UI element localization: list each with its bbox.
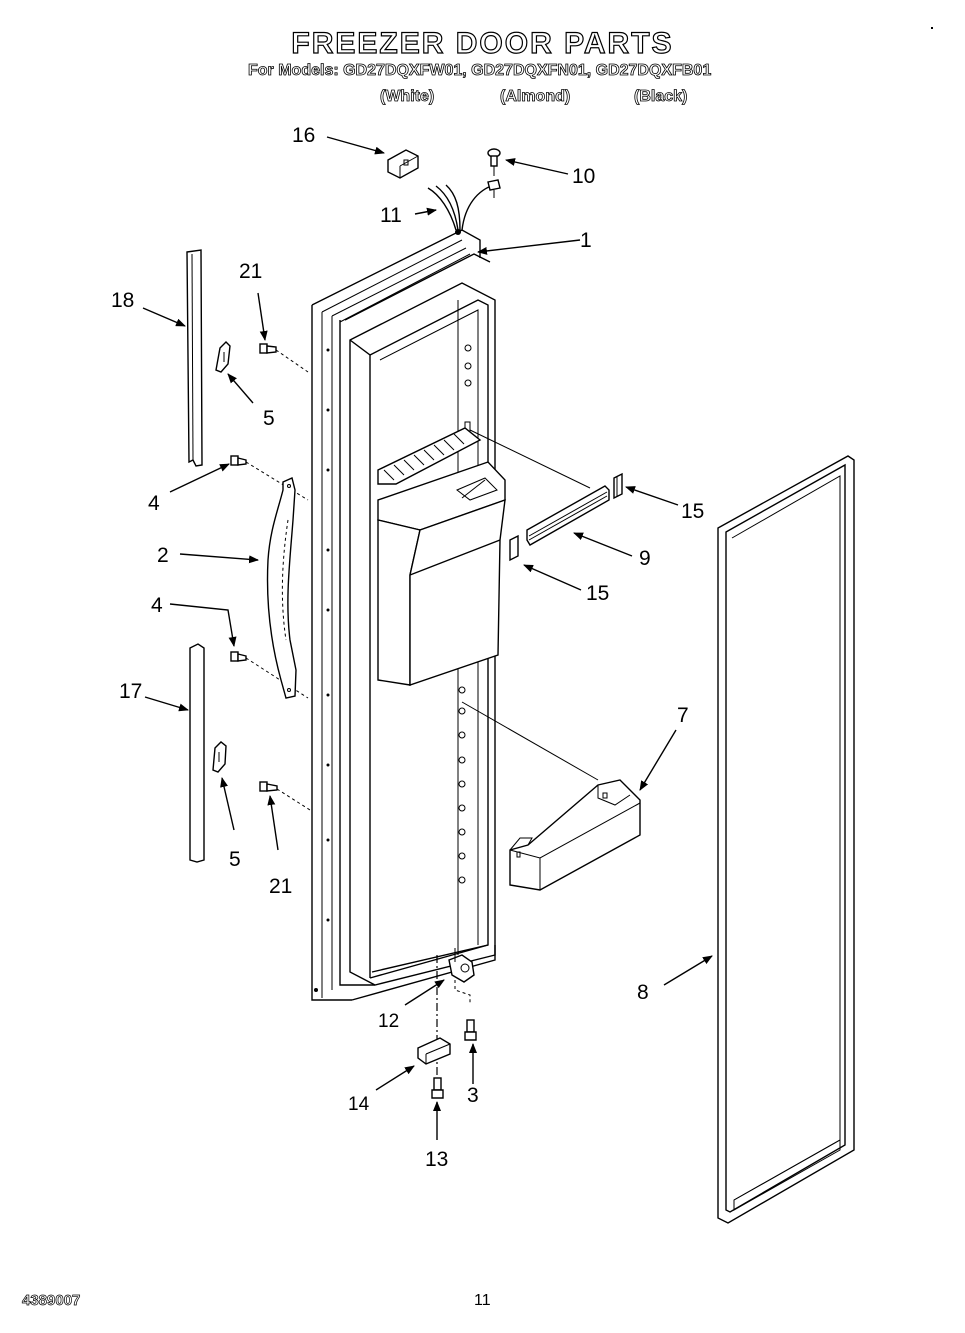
callout-9: 9 — [639, 547, 651, 570]
callout-15-left: 15 — [586, 582, 609, 605]
callout-7: 7 — [677, 704, 689, 727]
callout-4-upper: 4 — [148, 492, 160, 515]
callout-4-lower: 4 — [151, 594, 163, 617]
part-9-rail — [469, 429, 610, 546]
callout-11: 11 — [380, 204, 402, 227]
callout-21-upper: 21 — [239, 260, 262, 283]
part-7-bin — [461, 701, 641, 891]
models-line: For Models: GD27DQXFW01, GD27DQXFN01, GD… — [248, 62, 712, 80]
callout-2: 2 — [157, 544, 169, 567]
callout-15-right: 15 — [681, 500, 704, 523]
callout-13: 13 — [425, 1148, 448, 1171]
variant-white: (White) — [380, 88, 435, 106]
part-4-screw-upper — [230, 455, 309, 501]
callout-labels: 16 10 11 1 21 18 5 4 2 4 17 5 21 15 9 15… — [111, 124, 704, 1171]
part-21-screw-upper — [259, 343, 309, 373]
callout-12: 12 — [378, 1011, 399, 1032]
part-18-trim — [186, 249, 203, 467]
dispenser-grille — [383, 433, 465, 481]
part-15-endcap-left — [509, 534, 519, 562]
callout-10: 10 — [572, 165, 595, 188]
part-5-clip-lower — [212, 741, 227, 773]
callout-16: 16 — [292, 124, 315, 147]
callout-17: 17 — [119, 680, 142, 703]
part-8-gasket — [717, 455, 855, 1224]
callout-1: 1 — [580, 229, 592, 252]
callout-14: 14 — [348, 1094, 370, 1115]
callout-21-lower: 21 — [269, 875, 292, 898]
callout-3: 3 — [467, 1084, 479, 1107]
leader-arrows — [142, 136, 713, 1140]
callout-8: 8 — [637, 981, 649, 1004]
part-14-hinge-block — [417, 1037, 451, 1065]
callout-5-lower: 5 — [229, 848, 241, 871]
part-12-hinge-bracket — [448, 948, 475, 1005]
part-21-screw-lower — [259, 781, 311, 811]
part-13-hinge-bolt — [431, 1077, 444, 1099]
part-4-screw-lower — [230, 651, 309, 699]
part-2-handle — [266, 477, 313, 700]
page-title: FREEZER DOOR PARTS — [291, 27, 674, 60]
frame-screws — [314, 348, 330, 992]
corner-mark — [931, 27, 933, 29]
part-15-endcap-right — [613, 472, 623, 500]
part-3-hinge-screw — [464, 1019, 477, 1041]
variant-almond: (Almond) — [500, 88, 571, 106]
page-number: 11 — [474, 1292, 491, 1309]
callout-5-upper: 5 — [263, 407, 275, 430]
variant-black: (Black) — [634, 88, 688, 106]
part-17-trim — [189, 643, 205, 863]
part-5-clip-upper — [215, 341, 231, 373]
shelf-holes — [458, 344, 472, 884]
part-11-wire-harness — [427, 179, 501, 235]
part-10-screw — [487, 148, 501, 176]
dispenser-housing — [377, 427, 506, 686]
part-16-connector — [387, 149, 419, 179]
document-code: 4389007 — [22, 1292, 81, 1310]
callout-18: 18 — [111, 289, 134, 312]
